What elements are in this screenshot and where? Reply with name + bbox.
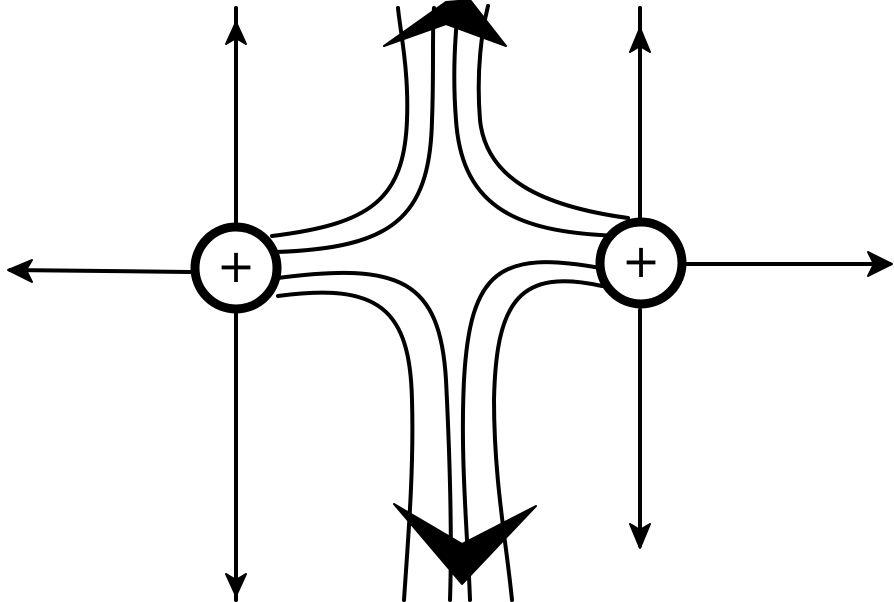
bottom-bundle-arrowhead <box>393 503 537 585</box>
right-charge-down-arrowhead <box>629 523 651 549</box>
curved-line-upper-right-outer <box>476 4 630 220</box>
top-bundle-arrowhead <box>383 0 507 47</box>
right-charge-right-arrowhead <box>867 251 893 277</box>
right-charge-field-lines <box>629 6 893 549</box>
curved-field-lines <box>270 4 630 602</box>
curved-line-lower-right-inner <box>460 260 602 602</box>
left-charge-left-line <box>8 268 192 274</box>
left-positive-charge: + <box>190 222 282 314</box>
right-charge-ring <box>595 217 687 309</box>
curved-line-lower-left-inner <box>276 270 453 602</box>
left-charge-down-arrowhead <box>225 573 247 597</box>
left-charge-sign: + <box>217 239 256 293</box>
curved-line-upper-right-inner <box>452 4 628 238</box>
curved-line-upper-left-outer <box>270 6 410 238</box>
right-charge-up-arrowhead <box>629 27 651 53</box>
left-charge-up-arrowhead <box>225 21 247 45</box>
left-charge-ring <box>190 222 282 314</box>
curved-line-upper-left-inner <box>274 6 436 254</box>
left-charge-field-lines <box>7 6 247 602</box>
right-positive-charge: + <box>595 217 687 309</box>
curved-line-lower-left-outer <box>276 290 415 602</box>
right-charge-sign: + <box>622 234 661 288</box>
left-charge-left-arrowhead <box>7 259 33 283</box>
curved-line-lower-right-outer <box>492 279 604 602</box>
